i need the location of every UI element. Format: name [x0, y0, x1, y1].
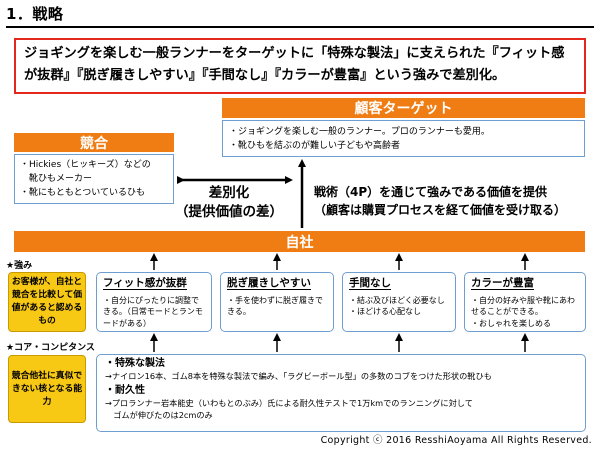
strength-card-fit: フィット感が抜群 ・自分にぴったりに調整できる。（日常モードとランモードがある）: [96, 272, 212, 332]
core-item-1-body: →ナイロン16本、ゴム8本を特殊な製法で編み、「ラグビーボール型」の多数のコブを…: [105, 371, 492, 381]
core-item-2-title: ・耐久性: [105, 385, 145, 396]
strength-body-fit: ・自分にぴったりに調整できる。（日常モードとランモードがある）: [103, 295, 203, 328]
differentiation-line-1: 差別化: [208, 185, 250, 201]
strengths-summary: お客様が、自社と競合を比較して価値があると認めるもの: [8, 272, 86, 332]
competitor-box: ・Hickies（ヒッキーズ）などの 靴ひもメーカー ・靴にもともとついているひ…: [14, 154, 174, 204]
strength-body-colors: ・自分の好みや服や靴にあわせることができる。 ・おしゃれを楽しめる: [471, 295, 575, 328]
strength-card-colors: カラーが豊富 ・自分の好みや服や靴にあわせることができる。 ・おしゃれを楽しめる: [464, 272, 586, 332]
core-item-1-title: ・特殊な製法: [105, 358, 165, 369]
value-offer-label: 戦術（4P）を通じて強みである価値を提供 （顧客は購買プロセスを経て価値を受け取…: [314, 183, 594, 219]
strength-card-no-hassle: 手間なし ・結ぶ及びほどく必要なし ・ほどける心配なし: [342, 272, 456, 332]
strength-card-easy-on-off: 脱ぎ履きしやすい ・手を使わずに脱ぎ履きできる。: [220, 272, 334, 332]
copyright-notice: Copyright ⓒ 2016 ResshiAoyama All Rights…: [320, 435, 592, 446]
competitor-line-3: ・靴にもともとついているひも: [20, 188, 146, 198]
target-line-1: ・ジョギングを楽しむ一般のランナー。プロのランナーも愛用。: [229, 127, 490, 137]
target-box: ・ジョギングを楽しむ一般のランナー。プロのランナーも愛用。 ・靴ひもを結ぶのが難…: [222, 120, 585, 157]
strength-body-hassle: ・結ぶ及びほどく必要なし ・ほどける心配なし: [349, 295, 445, 317]
differentiation-line-2: （提供価値の差）: [175, 204, 283, 220]
competitor-header: 競合: [14, 133, 174, 152]
core-item-2-body: →プロランナー岩本能史（いわもとのぶみ）氏による耐久性テストで1万kmでのランニ…: [105, 398, 473, 420]
value-offer-line-1: 戦術（4P）を通じて強みである価値を提供: [314, 185, 548, 199]
competitor-line-1: ・Hickies（ヒッキーズ）などの: [20, 160, 151, 170]
strength-title-colors: カラーが豊富: [471, 277, 534, 290]
strength-title-fit: フィット感が抜群: [103, 277, 187, 290]
differentiation-label: 差別化 （提供価値の差）: [174, 184, 284, 222]
page-title: 1．戦略: [6, 5, 64, 23]
competitor-line-2: 靴ひもメーカー: [20, 174, 93, 184]
strengths-label: ★強み: [6, 261, 33, 271]
company-header: 自社: [14, 231, 585, 252]
strength-body-easy: ・手を使わずに脱ぎ履きできる。: [227, 295, 323, 317]
value-offer-line-2: （顧客は購買プロセスを経て価値を受け取る）: [314, 203, 567, 217]
strength-title-easy: 脱ぎ履きしやすい: [227, 277, 311, 290]
title-divider: [6, 26, 594, 28]
target-header: 顧客ターゲット: [222, 98, 585, 118]
strategy-headline: ジョギングを楽しむ一般ランナーをターゲットに「特殊な製法」に支えられた『フィット…: [14, 38, 586, 94]
target-line-2: ・靴ひもを結ぶのが難しい子どもや高齢者: [229, 141, 401, 151]
strength-title-hassle: 手間なし: [349, 277, 391, 290]
core-detail-box: ・特殊な製法 →ナイロン16本、ゴム8本を特殊な製法で編み、「ラグビーボール型」…: [96, 354, 586, 432]
core-summary: 競合他社に真似できない核となる能力: [8, 355, 86, 423]
core-label: ★コア・コンピタンス: [6, 343, 95, 353]
